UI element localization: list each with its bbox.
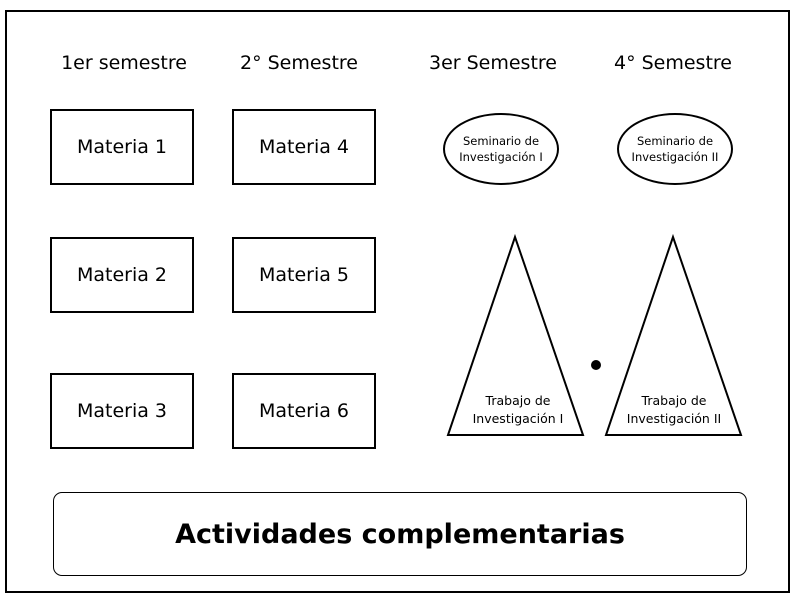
trabajo-1-label: Trabajo de Investigación I xyxy=(443,392,593,428)
trabajo-1-line1: Trabajo de xyxy=(485,393,551,408)
trabajo-1-line2: Investigación I xyxy=(472,411,564,426)
materia-2-box: Materia 2 xyxy=(50,237,194,313)
seminario-2-line2: Investigación II xyxy=(631,150,719,164)
actividades-box: Actividades complementarias xyxy=(53,492,747,576)
actividades-label: Actividades complementarias xyxy=(175,518,625,550)
semester-1-header: 1er semestre xyxy=(61,52,187,74)
trabajo-2-line2: Investigación II xyxy=(626,411,722,426)
semester-3-header: 3er Semestre xyxy=(428,52,557,74)
bullet-dot xyxy=(591,360,601,370)
semester-4-header: 4° Semestre xyxy=(613,52,732,74)
materia-4-box: Materia 4 xyxy=(232,109,376,185)
materia-5-box: Materia 5 xyxy=(232,237,376,313)
seminario-2-line1: Seminario de xyxy=(636,134,714,148)
materia-3-box: Materia 3 xyxy=(50,373,194,449)
trabajo-2-triangle xyxy=(604,233,743,436)
seminario-1-line2: Investigación I xyxy=(459,150,543,164)
materia-6-box: Materia 6 xyxy=(232,373,376,449)
materia-1-box: Materia 1 xyxy=(50,109,194,185)
seminario-2-oval: Seminario de Investigación II xyxy=(617,113,733,185)
diagram-frame xyxy=(5,10,790,593)
seminario-1-oval: Seminario de Investigación I xyxy=(443,113,559,185)
trabajo-1-triangle xyxy=(446,233,585,436)
seminario-1-line1: Seminario de xyxy=(462,134,540,148)
trabajo-2-label: Trabajo de Investigación II xyxy=(599,392,749,428)
semester-2-header: 2° Semestre xyxy=(239,52,358,74)
trabajo-2-line1: Trabajo de xyxy=(641,393,707,408)
